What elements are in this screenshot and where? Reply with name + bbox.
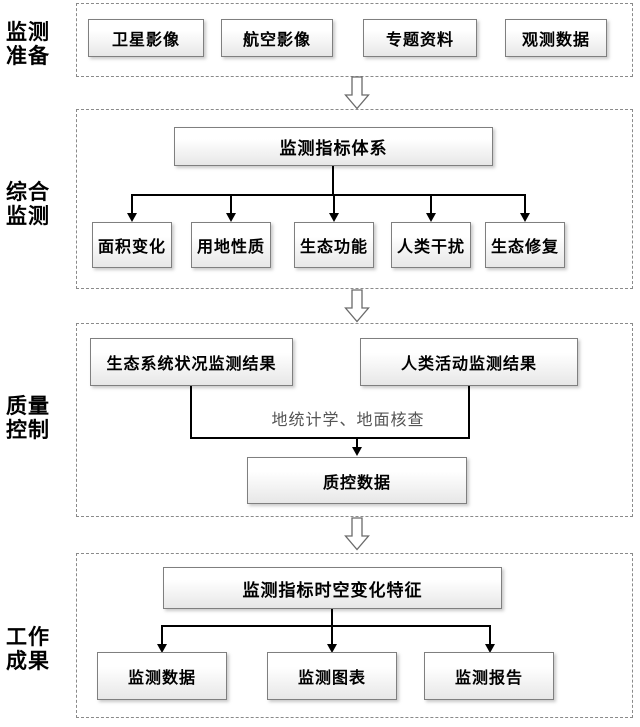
node-monitoring-data: 监测数据 <box>97 652 227 700</box>
section-label-preparation: 监测 准备 <box>6 21 50 68</box>
arrowhead-s4-3 <box>485 644 495 653</box>
arrowhead-s2-1 <box>127 213 137 222</box>
panel-quality-control <box>76 323 633 517</box>
connector-drop-s3-right <box>468 386 470 438</box>
down-block-arrow-3 <box>344 517 370 551</box>
node-eco-restoration: 生态修复 <box>485 222 565 268</box>
panel-work-results <box>76 553 633 718</box>
arrowhead-s4-1 <box>157 644 167 653</box>
connector-branch-s4-2 <box>331 625 333 645</box>
connector-stem-s2 <box>332 166 334 194</box>
connector-branch-s3 <box>356 438 358 448</box>
down-block-arrow-2 <box>344 289 370 323</box>
qc-method-label: 地统计学、地面核查 <box>271 412 425 429</box>
connector-branch-s2-4 <box>430 194 432 214</box>
arrowhead-s2-4 <box>426 213 436 222</box>
connector-drop-s3-left <box>190 386 192 438</box>
connector-rail-s4 <box>162 625 491 627</box>
node-land-use-nature: 用地性质 <box>191 222 271 268</box>
node-qc-data: 质控数据 <box>247 457 467 504</box>
node-area-change: 面积变化 <box>92 222 172 268</box>
node-indicator-system: 监测指标体系 <box>174 127 493 166</box>
connector-branch-s2-2 <box>230 194 232 214</box>
down-block-arrow-1 <box>344 76 370 110</box>
section-label-results: 工作 成果 <box>6 626 50 673</box>
node-thematic-data: 专题资料 <box>363 19 477 57</box>
section-label-comprehensive: 综合 监测 <box>6 181 50 228</box>
connector-rail-s2 <box>132 194 526 196</box>
panel-comprehensive-monitoring <box>76 109 633 289</box>
connector-branch-s4-1 <box>161 625 163 645</box>
connector-branch-s2-1 <box>131 194 133 214</box>
node-aerial-imagery: 航空影像 <box>221 19 333 57</box>
connector-branch-s2-3 <box>333 194 335 214</box>
node-human-activity-results: 人类活动监测结果 <box>360 338 578 386</box>
connector-branch-s2-5 <box>524 194 526 214</box>
node-eco-function: 生态功能 <box>294 222 374 268</box>
node-ecosystem-status-results: 生态系统状况监测结果 <box>90 338 293 386</box>
node-monitoring-report: 监测报告 <box>424 652 554 700</box>
arrowhead-s4-2 <box>327 644 337 653</box>
arrowhead-s2-3 <box>329 213 339 222</box>
node-spatiotemporal-features: 监测指标时空变化特征 <box>163 567 502 609</box>
connector-merge-s3 <box>190 437 470 439</box>
node-satellite-imagery: 卫星影像 <box>88 19 204 57</box>
connector-stem-s4 <box>331 609 333 627</box>
arrowhead-s2-2 <box>226 213 236 222</box>
arrowhead-s3 <box>352 447 362 456</box>
arrowhead-s2-5 <box>520 213 530 222</box>
node-human-disturbance: 人类干扰 <box>391 222 471 268</box>
connector-branch-s4-3 <box>489 625 491 645</box>
node-observation-data: 观测数据 <box>505 19 607 57</box>
section-label-quality: 质量 控制 <box>6 395 50 442</box>
node-monitoring-charts: 监测图表 <box>267 652 397 700</box>
